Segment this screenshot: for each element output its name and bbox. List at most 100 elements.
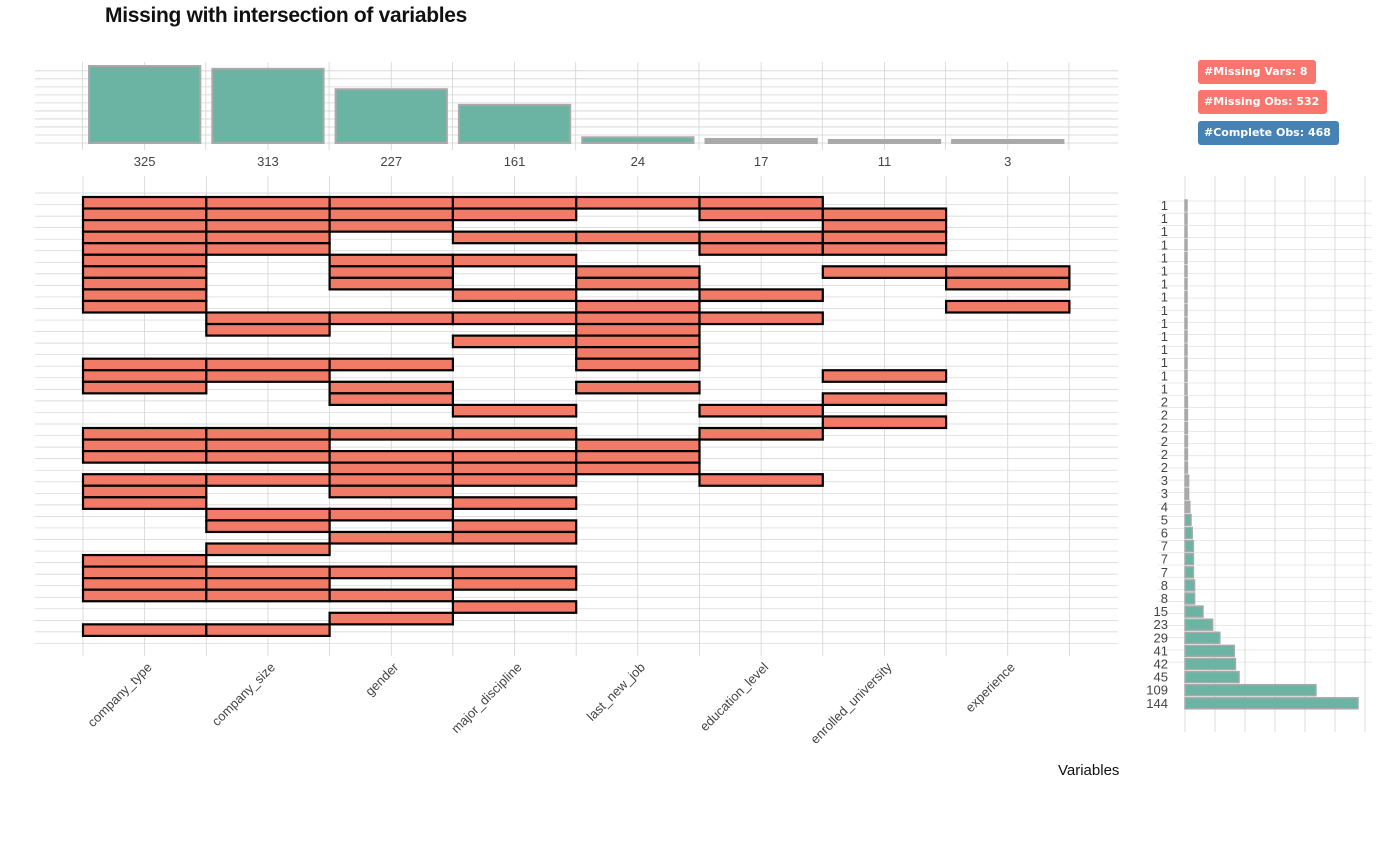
intersection-count-bars: 1111111111111112222223345677788152329414… (1146, 176, 1372, 732)
side-bar-label: 7 (1161, 565, 1168, 580)
missing-cell-major_discipline (451, 253, 578, 268)
top-bar-gender (334, 88, 448, 144)
missing-cell-major_discipline (451, 519, 578, 534)
side-bar-label: 1 (1161, 264, 1168, 279)
side-bar (1184, 395, 1189, 409)
side-bar (1184, 605, 1204, 618)
x-tick-label: last_new_job (584, 660, 648, 724)
missing-cell-last_new_job (575, 311, 701, 326)
missing-cell-enrolled_university (821, 207, 948, 222)
side-bar (1184, 238, 1188, 252)
side-bar-label: 1 (1161, 316, 1168, 331)
side-bar (1184, 251, 1188, 265)
missing-cell-gender (328, 507, 455, 522)
missing-cell-company_size (205, 519, 331, 534)
missing-cell-last_new_job (575, 230, 701, 245)
missing-cell-last_new_job (575, 299, 701, 314)
side-bar-label: 2 (1161, 395, 1168, 410)
side-bar (1184, 697, 1359, 710)
top-bar-company_type (88, 65, 202, 144)
missing-cell-company_type (81, 623, 208, 637)
missing-cell-company_size (205, 507, 331, 522)
missing-cell-enrolled_university (821, 265, 948, 279)
side-bar-label: 1 (1161, 303, 1168, 318)
top-bar-education_level (704, 137, 818, 144)
missing-cell-enrolled_university (821, 415, 948, 430)
top-bar-value-label: 3 (1004, 154, 1011, 169)
missing-cell-last_new_job (575, 334, 701, 349)
missing-cell-company_type (81, 299, 208, 314)
side-bar-label: 109 (1146, 683, 1168, 698)
missing-cell-gender (328, 588, 455, 603)
missing-cell-gender (328, 265, 455, 279)
top-bar-value-label: 24 (631, 154, 645, 169)
missing-cell-education_level (698, 426, 824, 441)
x-tick-label: enrolled_university (807, 659, 895, 747)
x-axis-title: Variables (1058, 762, 1120, 779)
top-bar-value-label: 161 (504, 154, 526, 169)
x-tick-label: company_size (209, 660, 278, 729)
top-bar-value-label: 313 (257, 154, 279, 169)
side-bar (1184, 513, 1192, 527)
missing-cell-company_size (205, 577, 331, 591)
missing-cell-major_discipline (451, 311, 578, 326)
side-bar (1184, 290, 1188, 304)
missing-cell-experience (944, 276, 1071, 291)
missing-cell-enrolled_university (821, 230, 948, 245)
x-tick-label: experience (962, 660, 1018, 716)
missing-cell-company_type (81, 357, 208, 372)
side-bar (1184, 657, 1237, 671)
missing-cell-education_level (698, 242, 824, 256)
missing-cell-last_new_job (575, 265, 701, 279)
missing-cell-gender (328, 207, 455, 222)
side-bar (1184, 683, 1317, 697)
side-bar-label: 1 (1161, 237, 1168, 252)
missing-cell-company_size (205, 219, 331, 233)
missing-cell-experience (944, 299, 1071, 314)
side-bar-label: 1 (1161, 224, 1168, 239)
side-bar-label: 2 (1161, 460, 1168, 475)
side-bar (1184, 435, 1189, 448)
missing-cell-enrolled_university (821, 219, 948, 233)
missing-cell-company_type (81, 426, 208, 441)
missing-cell-major_discipline (451, 426, 578, 441)
top-bar-major_discipline (457, 103, 572, 144)
missing-cell-company_type (81, 588, 208, 603)
side-bar (1184, 500, 1191, 514)
missing-cell-gender (328, 195, 455, 210)
missing-cell-enrolled_university (821, 242, 948, 256)
missing-cell-major_discipline (451, 577, 578, 591)
side-bar (1184, 304, 1188, 317)
missing-cell-company_size (205, 473, 331, 487)
top-bar-value-label: 17 (754, 154, 768, 169)
missing-cell-last_new_job (575, 461, 701, 476)
side-bar-label: 41 (1154, 643, 1168, 658)
missing-cell-education_level (698, 311, 824, 326)
top-bar-value-label: 11 (878, 154, 892, 169)
missing-cell-company_type (81, 276, 208, 291)
side-bar (1184, 566, 1195, 579)
missing-cell-company_size (205, 242, 331, 256)
missing-cell-company_size (205, 565, 331, 580)
missing-obs-badge: #Missing Obs: 532 (1198, 90, 1328, 114)
missing-cell-experience (944, 265, 1071, 279)
side-bar-label: 42 (1154, 657, 1168, 672)
side-bar-label: 2 (1161, 447, 1168, 462)
side-bar (1184, 343, 1188, 356)
missing-cell-major_discipline (451, 207, 578, 222)
missing-vars-badge: #Missing Vars: 8 (1198, 60, 1316, 84)
x-tick-label: company_type (84, 660, 154, 730)
missing-cell-company_size (205, 450, 331, 464)
missing-cell-gender (328, 530, 455, 545)
missing-cell-major_discipline (451, 473, 578, 487)
side-bar (1184, 277, 1188, 291)
side-bar-label: 5 (1161, 512, 1168, 527)
missing-cell-education_level (698, 230, 824, 245)
side-bar (1184, 408, 1189, 422)
missing-cell-company_type (81, 565, 208, 580)
side-bar-label: 1 (1161, 342, 1168, 357)
side-bar (1184, 631, 1221, 645)
side-bar (1184, 225, 1188, 238)
